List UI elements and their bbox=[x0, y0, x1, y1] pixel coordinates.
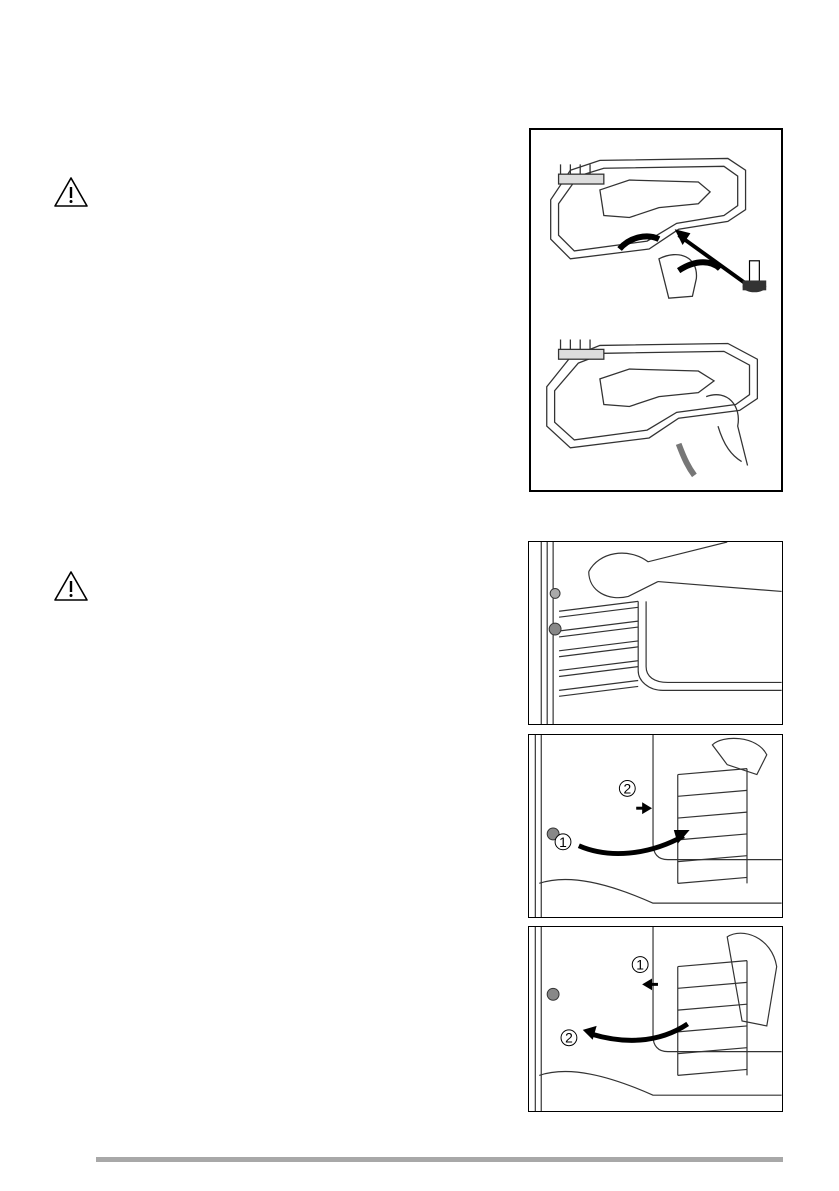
callout-1: 1 bbox=[632, 957, 648, 973]
move-arrow bbox=[591, 1024, 688, 1040]
footer-rule bbox=[96, 1157, 783, 1162]
callout-2: 2 bbox=[619, 780, 635, 796]
figure-shelf-support bbox=[528, 541, 783, 725]
figure-shelf-remove: 2 1 bbox=[528, 734, 783, 918]
figure-grill-element bbox=[529, 128, 783, 492]
screw-icon bbox=[743, 261, 767, 292]
callout-label: 1 bbox=[559, 834, 567, 850]
figure-shelf-install: 1 2 bbox=[528, 926, 783, 1112]
callout-label: 1 bbox=[636, 957, 644, 973]
callout-label: 2 bbox=[623, 780, 631, 796]
warning-icon bbox=[53, 570, 89, 602]
warning-icon bbox=[53, 176, 89, 208]
callout-label: 2 bbox=[565, 1030, 573, 1046]
callout-1: 1 bbox=[555, 834, 571, 850]
callout-2: 2 bbox=[561, 1030, 577, 1046]
move-arrow bbox=[579, 836, 684, 854]
